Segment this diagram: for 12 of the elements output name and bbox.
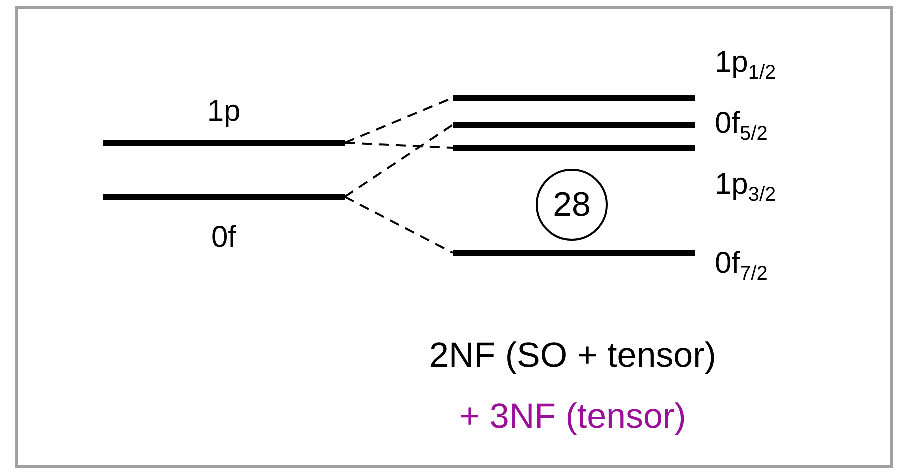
dashed-connector-line [344,142,454,149]
magic-number-circle: 28 [536,169,608,241]
interaction-note: 2NF (SO + tensor) [428,335,718,377]
level-label: 1p$_{1/2}$ [715,45,776,86]
interaction-note: + 3NF (tensor) [458,396,688,438]
level-label: 0f$_{5/2}$ [715,106,768,147]
level-label: 1p [206,94,242,130]
level-label: 0f$_{7/2}$ [715,246,768,287]
level-label: 0f [210,220,238,256]
dashed-connector-line [344,124,454,198]
level-label: 1p$_{3/2}$ [715,167,776,208]
dashed-connector-line [344,196,454,254]
